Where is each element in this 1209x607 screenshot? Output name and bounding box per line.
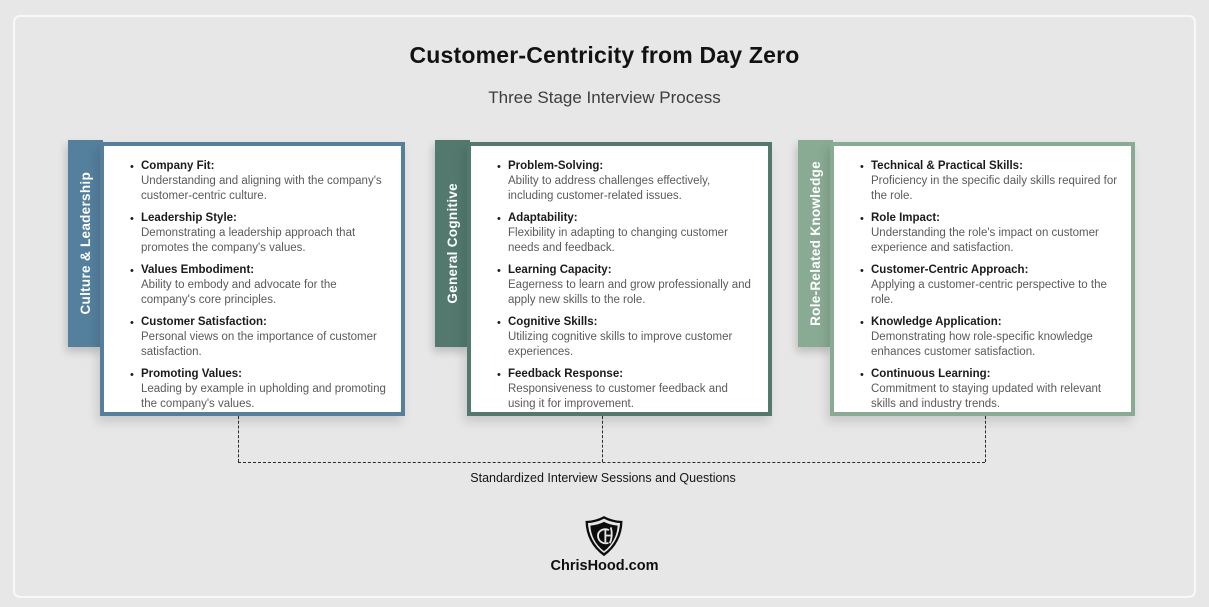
stage-tab-label: General Cognitive (445, 183, 460, 304)
bullet-icon: • (497, 317, 501, 329)
list-item: • Role Impact: Understanding the role's … (834, 211, 1119, 255)
item-title: Cognitive Skills: (508, 316, 598, 328)
bullet-icon: • (860, 265, 864, 277)
stage-tab-label: Role-Related Knowledge (808, 161, 823, 326)
list-item: • Technical & Practical Skills: Proficie… (834, 159, 1119, 203)
shield-ch-logo-icon (585, 516, 623, 556)
item-title: Customer-Centric Approach: (871, 264, 1029, 276)
stage-tab-general-cognitive: General Cognitive (435, 140, 470, 347)
item-title: Continuous Learning: (871, 368, 991, 380)
connector-line-stage1 (238, 416, 239, 462)
list-item: • Problem-Solving: Ability to address ch… (471, 159, 756, 203)
item-desc: Personal views on the importance of cust… (141, 331, 377, 358)
list-item: • Adaptability: Flexibility in adapting … (471, 211, 756, 255)
item-desc: Leading by example in upholding and prom… (141, 383, 386, 410)
stage-tab-role-related-knowledge: Role-Related Knowledge (798, 140, 833, 347)
item-desc: Responsiveness to customer feedback and … (508, 383, 728, 410)
connector-line-stage3 (985, 416, 986, 462)
stage-tab-culture-leadership: Culture & Leadership (68, 140, 103, 347)
list-item: • Continuous Learning: Commitment to sta… (834, 367, 1119, 411)
item-desc: Understanding and aligning with the comp… (141, 175, 382, 202)
item-title: Knowledge Application: (871, 316, 1002, 328)
bullet-icon: • (497, 265, 501, 277)
connector-line-stage2 (602, 416, 603, 462)
item-title: Feedback Response: (508, 368, 624, 380)
bullet-icon: • (130, 369, 134, 381)
connector-label: Standardized Interview Sessions and Ques… (470, 471, 736, 485)
item-title: Learning Capacity: (508, 264, 612, 276)
item-title: Problem-Solving: (508, 160, 604, 172)
item-desc: Demonstrating a leadership approach that… (141, 227, 356, 254)
list-item: • Knowledge Application: Demonstrating h… (834, 315, 1119, 359)
page-title: Customer-Centricity from Day Zero (409, 42, 800, 68)
item-desc: Eagerness to learn and grow professional… (508, 279, 751, 306)
item-title: Technical & Practical Skills: (871, 160, 1023, 172)
item-title: Role Impact: (871, 212, 941, 224)
stage-card-role-related-knowledge: • Technical & Practical Skills: Proficie… (830, 142, 1135, 416)
item-title: Company Fit: (141, 160, 215, 172)
item-title: Values Embodiment: (141, 264, 255, 276)
bullet-icon: • (130, 213, 134, 225)
bullet-icon: • (860, 161, 864, 173)
stage-card-culture-leadership: • Company Fit: Understanding and alignin… (100, 142, 405, 416)
bullet-icon: • (497, 369, 501, 381)
brand-text: ChrisHood.com (550, 558, 659, 574)
item-title: Leadership Style: (141, 212, 237, 224)
item-title: Customer Satisfaction: (141, 316, 267, 328)
item-desc: Utilizing cognitive skills to improve cu… (508, 331, 733, 358)
connector-line-horizontal (238, 462, 985, 463)
list-item: • Customer-Centric Approach: Applying a … (834, 263, 1119, 307)
item-desc: Understanding the role's impact on custo… (871, 227, 1099, 254)
stage-card-general-cognitive: • Problem-Solving: Ability to address ch… (467, 142, 772, 416)
list-item: • Promoting Values: Leading by example i… (104, 367, 389, 411)
item-desc: Demonstrating how role-specific knowledg… (871, 331, 1093, 358)
item-desc: Flexibility in adapting to changing cust… (508, 227, 728, 254)
bullet-icon: • (497, 213, 501, 225)
list-item: • Learning Capacity: Eagerness to learn … (471, 263, 756, 307)
item-title: Promoting Values: (141, 368, 242, 380)
bullet-icon: • (860, 213, 864, 225)
bullet-icon: • (130, 161, 134, 173)
item-desc: Proficiency in the specific daily skills… (871, 175, 1118, 202)
list-item: • Values Embodiment: Ability to embody a… (104, 263, 389, 307)
list-item: • Company Fit: Understanding and alignin… (104, 159, 389, 203)
bullet-icon: • (130, 317, 134, 329)
item-desc: Ability to embody and advocate for the c… (141, 279, 337, 306)
list-item: • Feedback Response: Responsiveness to c… (471, 367, 756, 411)
list-item: • Leadership Style: Demonstrating a lead… (104, 211, 389, 255)
bullet-icon: • (860, 317, 864, 329)
stage-tab-label: Culture & Leadership (78, 172, 93, 315)
bullet-icon: • (860, 369, 864, 381)
item-desc: Commitment to staying updated with relev… (871, 383, 1102, 410)
item-title: Adaptability: (508, 212, 578, 224)
item-desc: Ability to address challenges effectivel… (508, 175, 711, 202)
bullet-icon: • (497, 161, 501, 173)
list-item: • Customer Satisfaction: Personal views … (104, 315, 389, 359)
list-item: • Cognitive Skills: Utilizing cognitive … (471, 315, 756, 359)
bullet-icon: • (130, 265, 134, 277)
page-subtitle: Three Stage Interview Process (488, 88, 721, 107)
item-desc: Applying a customer-centric perspective … (871, 279, 1107, 306)
